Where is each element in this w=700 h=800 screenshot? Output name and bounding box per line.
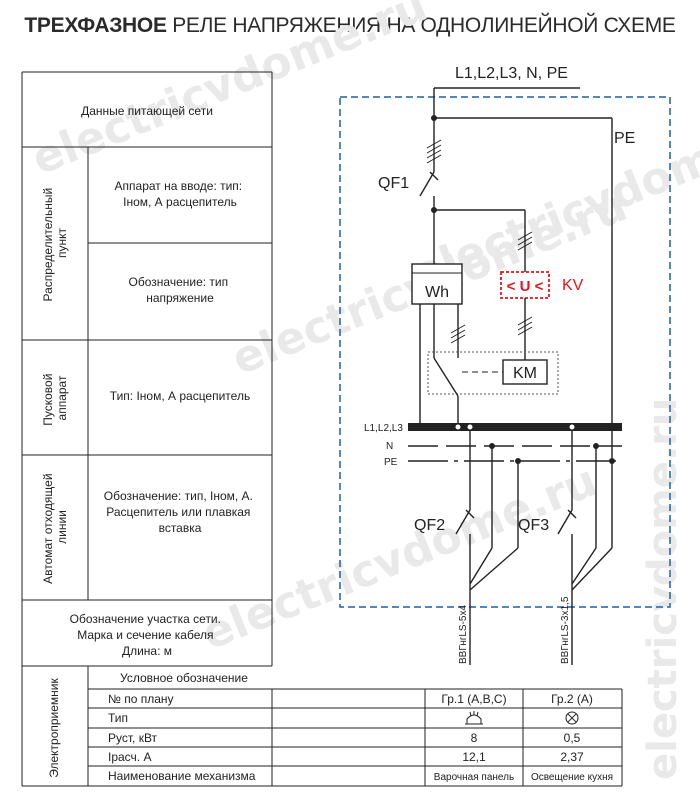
outgoing-breaker-line2: линии: [55, 510, 69, 544]
qf3-breaker: QF3: [518, 509, 577, 535]
row-name-col2: Освещение кухня: [531, 772, 613, 783]
title-rest: РЕЛЕ НАПРЯЖЕНИЯ НА ОДНОЛИНЕЙНОЙ СХЕМЕ: [172, 14, 676, 37]
network-line3: Длина: м: [122, 644, 172, 658]
cooktop-icon: [465, 711, 483, 725]
row-current-label: Iрасч. А: [108, 750, 151, 764]
bus-node-3: [568, 423, 576, 431]
relay-label: < U <: [507, 278, 544, 295]
pe-label: PE: [614, 130, 635, 147]
watermark-4: electricvdome.ru: [195, 455, 604, 660]
starter-label: Пусковой аппарат: [41, 370, 69, 426]
outgoing-breaker-label: Автомат отходящей линии: [41, 470, 69, 584]
meter-out-mark: [450, 324, 466, 344]
row-current-col2: 2,37: [560, 750, 584, 764]
energy-meter: Wh: [411, 263, 463, 305]
outgoing-desc-line2: Расцепитель или плавкая: [106, 505, 250, 519]
outgoing-desc-line1: Обозначение: тип, Iном, А.: [104, 489, 253, 503]
outgoing-desc-line3: вставка: [159, 521, 202, 535]
network-section-label: Обозначение участка сети. Марка и сечени…: [70, 612, 225, 658]
bus-node-2: [466, 423, 474, 431]
enclosure-frame: [339, 96, 671, 608]
contactor-coil: KM: [502, 359, 548, 385]
distribution-point-label: Распределительный пункт: [41, 184, 69, 301]
relay-id: KV: [562, 277, 584, 294]
outgoing-breaker-desc: Обозначение: тип, Iном, А. Расцепитель и…: [104, 489, 256, 535]
starter-type-label: Тип: Iном, А расцепитель: [110, 389, 250, 403]
row-name-label: Наименование механизма: [108, 769, 256, 783]
watermark-1: electricvdome.ru: [25, 0, 434, 185]
row-power-label: Руст, кВт: [108, 731, 158, 745]
input-device-label: Аппарат на вводе: тип: Iном, А расцепите…: [115, 179, 246, 209]
starter-line1: Пусковой: [41, 374, 55, 426]
bus-node-1: [454, 423, 462, 431]
outgoing-breaker-line1: Автомат отходящей: [41, 473, 55, 583]
qf1-breaker: QF1: [378, 171, 439, 210]
qf3-label: QF3: [518, 517, 549, 534]
input-device-line1: Аппарат на вводе: тип:: [115, 179, 243, 193]
left-table: Данные питающей сети Распределительный п…: [21, 71, 273, 786]
supply-label: L1,L2,L3, N, PE: [455, 65, 568, 82]
supply-data-label: Данные питающей сети: [81, 104, 213, 118]
row-plan-label: № по плану: [108, 692, 174, 706]
network-line1: Обозначение участка сети.: [70, 612, 221, 626]
bus-l: [408, 423, 622, 431]
qf1-label: QF1: [378, 175, 409, 192]
row-name-col1: Варочная панель: [434, 772, 514, 783]
input-device-line2: Iном, А расцепитель: [123, 195, 237, 209]
cable1-label: ВВГнгLS-5х4: [458, 605, 469, 664]
consumer-label: Электроприемник: [47, 677, 61, 777]
contactor-enclosure: [427, 351, 559, 395]
row-power-col1: 8: [471, 731, 478, 745]
bus-pe-label: PE: [384, 457, 398, 468]
designation-line1: Обозначение: тип: [129, 275, 229, 289]
conventional-symbol-label: Условное обозначение: [120, 671, 248, 685]
title-bold: ТРЕХФАЗНОЕ: [24, 14, 167, 37]
consumer-table: Электроприемник Условное обозначение № п…: [22, 666, 623, 787]
bus-l-label: L1,L2,L3: [364, 423, 403, 434]
row-plan-col2: Гр.2 (А): [551, 692, 593, 706]
page-title: ТРЕХФАЗНОЕ РЕЛЕ НАПРЯЖЕНИЯ НА ОДНОЛИНЕЙН…: [0, 14, 700, 38]
row-power-col2: 0,5: [564, 731, 581, 745]
bus-n-label: N: [386, 441, 393, 452]
watermark-vertical: electricvdome.ru: [640, 398, 686, 780]
network-line2: Марка и сечение кабеля: [77, 628, 213, 642]
lamp-icon: [565, 711, 579, 725]
voltage-relay: < U < KV: [500, 271, 584, 299]
row-current-col1: 12,1: [462, 750, 486, 764]
meter-label: Wh: [425, 284, 449, 301]
qf2-breaker: QF2: [414, 509, 475, 535]
qf2-label: QF2: [414, 517, 445, 534]
row-plan-col1: Гр.1 (А,В,С): [441, 692, 506, 706]
row-type-label: Тип: [108, 711, 128, 725]
relay-out-mark: [517, 316, 533, 336]
designation-type-voltage-label: Обозначение: тип напряжение: [129, 275, 232, 305]
relay-feed-mark: [517, 231, 533, 251]
cable2-label: ВВГнгLS-3х1,5: [560, 596, 571, 664]
contactor-label: KM: [513, 365, 537, 382]
distribution-point-line2: пункт: [55, 227, 69, 258]
starter-line2: аппарат: [55, 375, 69, 420]
designation-line2: напряжение: [146, 291, 214, 305]
three-phase-mark-1: [426, 139, 442, 164]
schematic: L1,L2,L3, N, PE PE QF1 Wh: [339, 65, 671, 665]
distribution-point-line1: Распределительный: [41, 188, 55, 302]
